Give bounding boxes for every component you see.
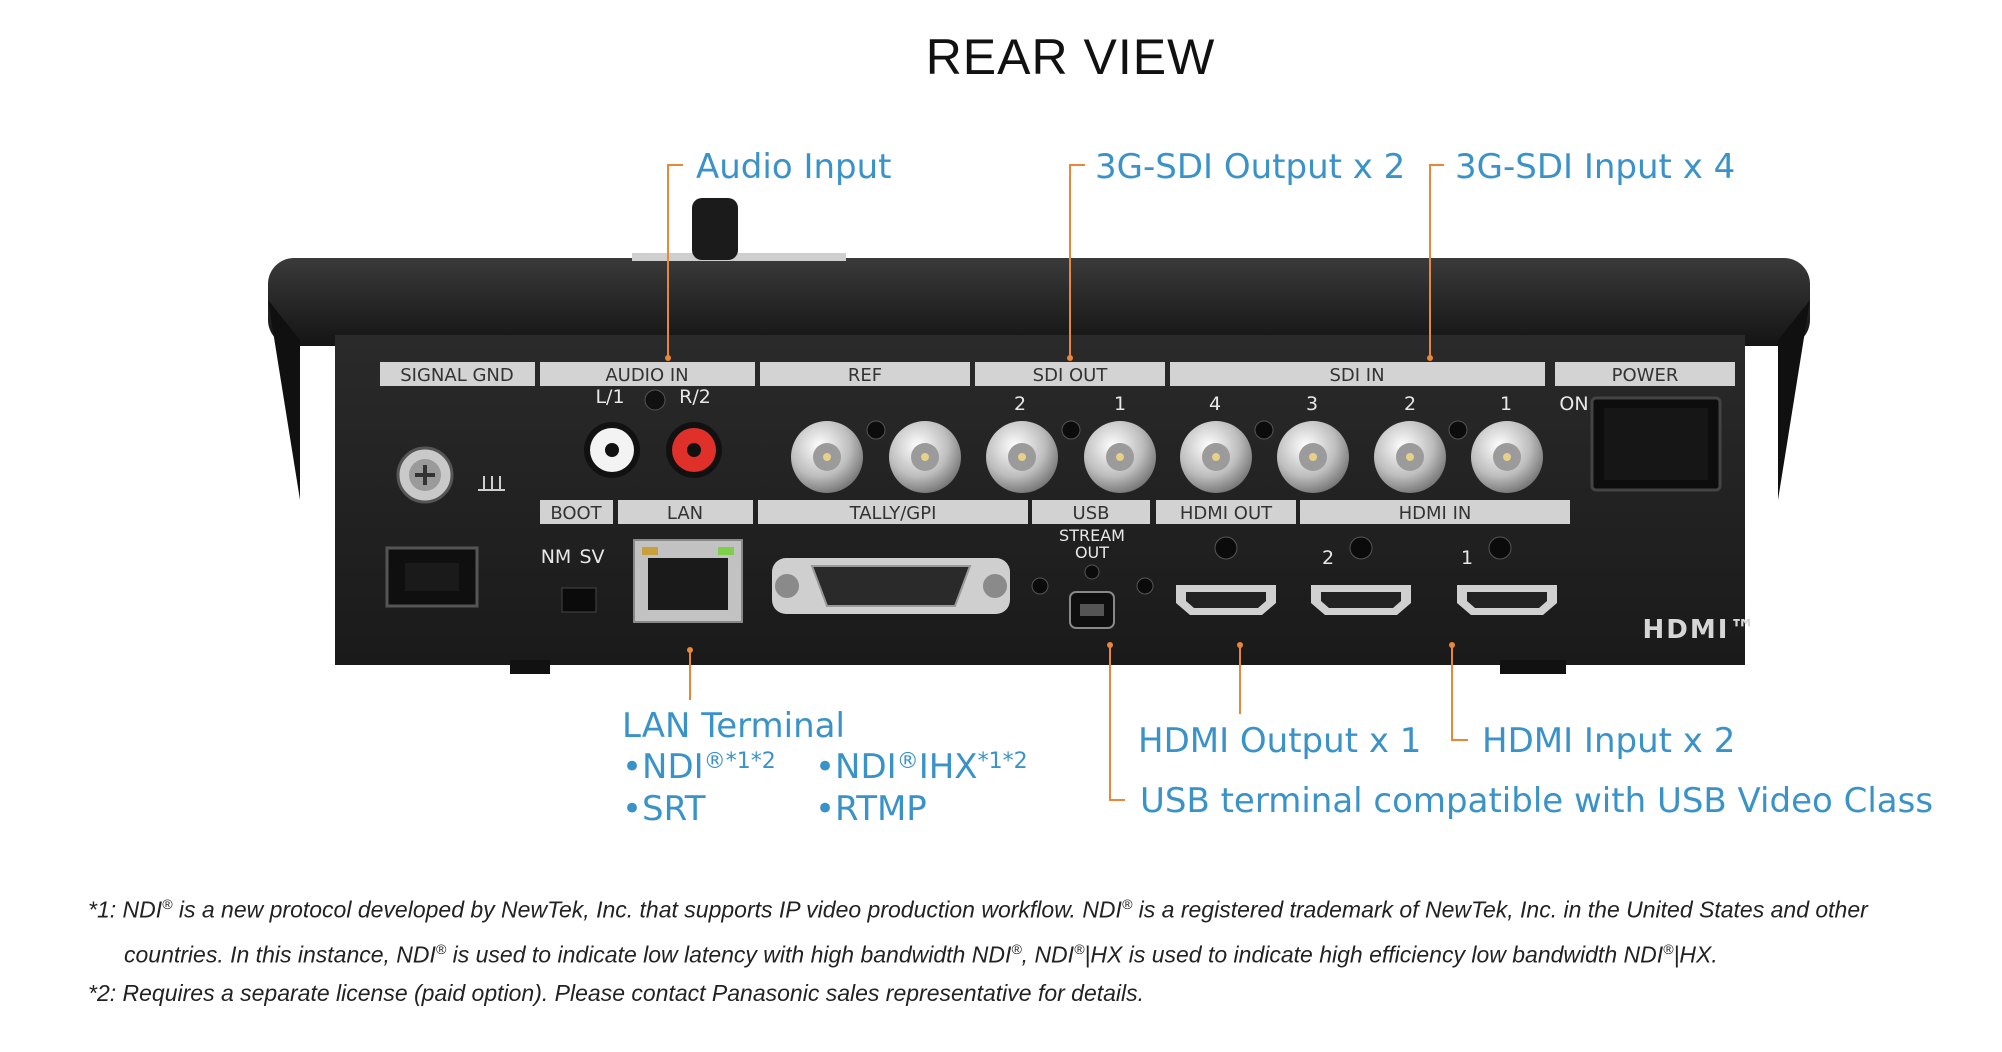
label-audio-in: AUDIO IN: [605, 365, 688, 386]
sdi-in-port-4: 4: [1209, 393, 1221, 415]
page-title: REAR VIEW: [925, 29, 1216, 85]
leader-sdi-in: [1429, 164, 1444, 358]
footnotes: *1: NDI® is a new protocol developed by …: [88, 885, 1988, 1013]
knob-base: [632, 253, 846, 261]
audio-r-label: R/2: [679, 386, 711, 408]
audio-l-label: L/1: [595, 386, 624, 408]
callout-sdi-input: 3G-SDI Input x 4: [1455, 147, 1735, 187]
hdmi-out-port: [1176, 536, 1276, 615]
audio-knob: [692, 198, 738, 260]
leader-usb: [1109, 645, 1125, 801]
sdi-in-port-1: 1: [1500, 393, 1512, 415]
callout-hdmi-input: HDMI Input x 2: [1482, 721, 1735, 761]
callout-usb-terminal: USB terminal compatible with USB Video C…: [1140, 781, 1933, 821]
callout-lan-ndihx: •NDI®IHX*1*2: [815, 747, 1028, 787]
boot-switch: NM SV: [541, 546, 605, 613]
callout-texts: Audio Input 3G-SDI Output x 2 3G-SDI Inp…: [622, 147, 1933, 829]
leader-sdi-out: [1069, 164, 1085, 358]
lan-port: [633, 539, 743, 623]
callout-hdmi-output: HDMI Output x 1: [1138, 721, 1421, 761]
callout-lan-ndi: •NDI®*1*2: [622, 747, 776, 787]
label-hdmi-in: HDMI IN: [1399, 503, 1472, 524]
label-power: POWER: [1612, 365, 1679, 386]
callout-audio-input: Audio Input: [696, 147, 891, 187]
label-hdmi-out: HDMI OUT: [1180, 503, 1273, 524]
callout-lan-srt: •SRT: [622, 789, 706, 829]
label-lan: LAN: [667, 503, 703, 524]
foot-left: [510, 660, 550, 674]
label-sdi-out: SDI OUT: [1033, 365, 1109, 386]
sdi-in-port-3: 3: [1306, 393, 1318, 415]
top-label-bars: [380, 362, 1735, 386]
sdi-out-connectors: 2 1: [986, 393, 1156, 493]
bottom-label-bars: [540, 500, 1570, 524]
sdi-out-port-2: 2: [1014, 393, 1026, 415]
footnote-1-line-2: countries. In this instance, NDI® is use…: [124, 940, 1718, 968]
power-switch: ON: [1559, 393, 1722, 492]
label-usb: USB: [1073, 503, 1110, 524]
label-signal-gnd: SIGNAL GND: [400, 365, 513, 386]
usb-stream-label: STREAM: [1059, 526, 1125, 545]
power-on-label: ON: [1559, 393, 1588, 415]
front-port-inner: [405, 563, 459, 591]
leader-audio: [667, 164, 683, 358]
sdi-in-connectors: 4 3 2 1: [1180, 393, 1543, 493]
footnote-1-line-1: *1: NDI® is a new protocol developed by …: [88, 896, 1868, 923]
sdi-in-port-2: 2: [1404, 393, 1416, 415]
label-tally-gpi: TALLY/GPI: [849, 503, 937, 524]
ref-bnc-connectors: [791, 420, 961, 493]
callout-lan-rtmp: •RTMP: [815, 789, 927, 829]
top-label-texts: SIGNAL GND AUDIO IN REF SDI OUT SDI IN P…: [400, 365, 1678, 386]
leader-lines: [665, 164, 1468, 801]
usb-out-label: OUT: [1075, 543, 1109, 562]
tally-gpi-dsub: [772, 558, 1010, 614]
label-boot: BOOT: [550, 503, 602, 524]
boot-sv-label: SV: [579, 546, 604, 568]
ground-icon: [478, 476, 505, 491]
boot-nm-label: NM: [541, 546, 572, 568]
label-sdi-in: SDI IN: [1329, 365, 1384, 386]
hdmi-in-port-2: 2: [1322, 547, 1334, 569]
hdmi-in-ports: 2 1: [1311, 536, 1557, 615]
callout-lan-terminal: LAN Terminal: [622, 706, 845, 746]
bottom-label-texts: BOOT LAN TALLY/GPI USB HDMI OUT HDMI IN: [550, 503, 1471, 524]
foot-right: [1500, 660, 1566, 674]
label-ref: REF: [848, 365, 882, 386]
hdmi-in-port-1: 1: [1461, 547, 1473, 569]
leader-hdmi-in: [1451, 645, 1468, 741]
sdi-out-port-1: 1: [1114, 393, 1126, 415]
callout-sdi-output: 3G-SDI Output x 2: [1095, 147, 1405, 187]
audio-in-jacks: L/1 R/2: [584, 386, 722, 478]
footnote-2: *2: Requires a separate license (paid op…: [88, 980, 1145, 1007]
usb-stream-out: STREAM OUT: [1031, 526, 1154, 629]
hdmi-logo: HDMI™: [1643, 615, 1758, 645]
signal-gnd-terminal: [396, 446, 505, 504]
